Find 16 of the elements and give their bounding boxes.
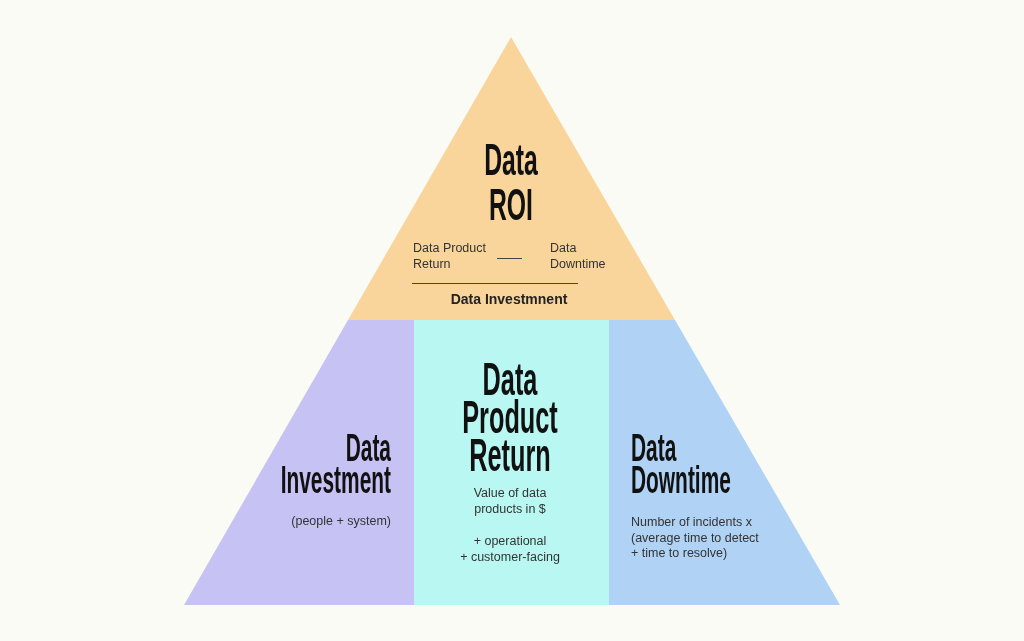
segment-description: Number of incidents x (average time to detect + time to resolve) bbox=[631, 515, 760, 562]
formula-term: Data Downtime bbox=[550, 241, 607, 272]
segment-description: (people + system) bbox=[291, 514, 391, 530]
formula-term: Data Product Return bbox=[413, 241, 487, 272]
formula-denominator: Data Investmnent bbox=[450, 291, 568, 308]
segment-title: Data Product Return bbox=[462, 360, 558, 474]
segment-title: Data Downtime bbox=[631, 432, 731, 496]
pyramid-center-segment bbox=[414, 320, 609, 605]
segment-description: Value of data products in $ bbox=[472, 486, 548, 517]
pyramid-left-segment bbox=[184, 320, 414, 605]
segment-title: Data Investment bbox=[280, 432, 391, 496]
list-item: + customer-facing bbox=[460, 550, 560, 566]
pyramid-right-segment bbox=[609, 320, 840, 605]
apex-title: Data ROI bbox=[484, 137, 538, 227]
list-item: + operational bbox=[473, 534, 547, 550]
apex-triangle bbox=[348, 37, 675, 320]
